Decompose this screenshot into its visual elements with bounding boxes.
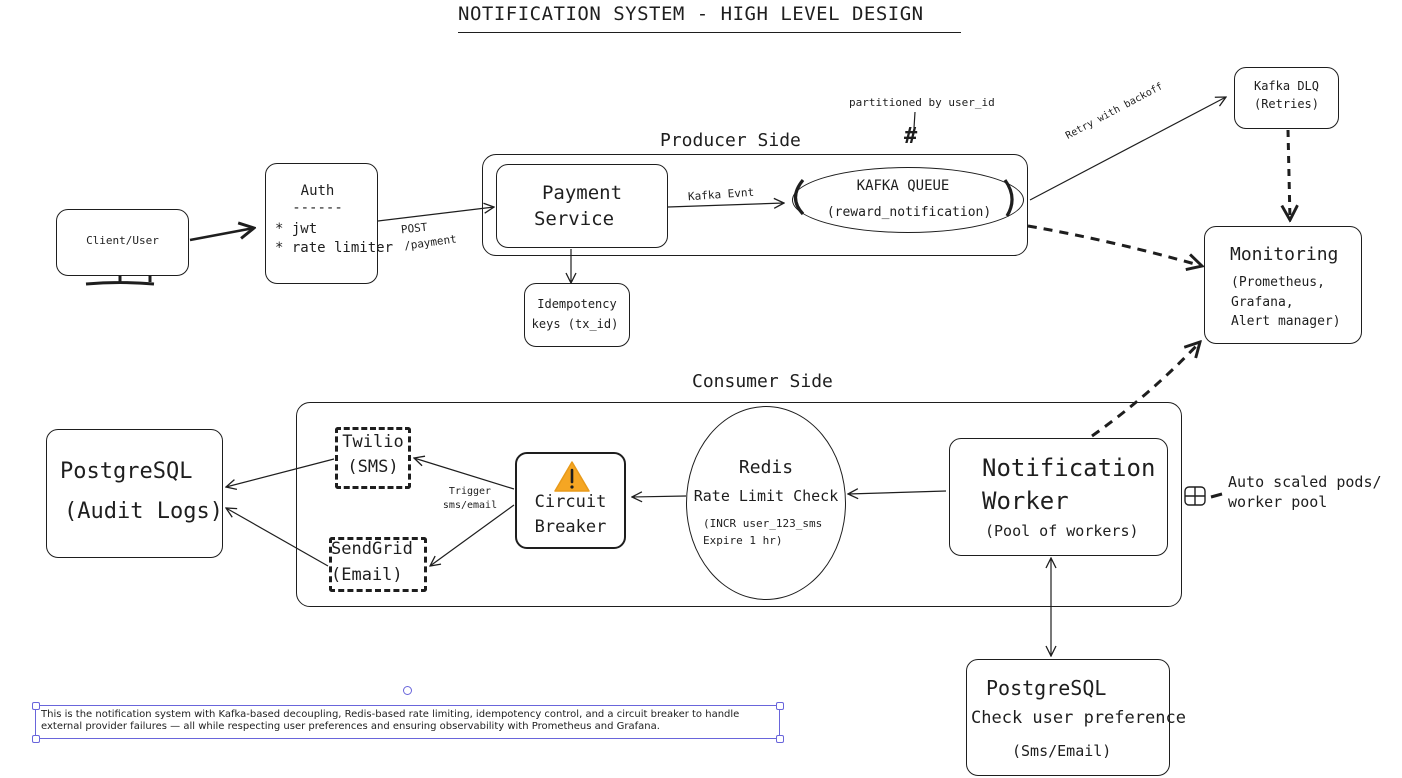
kafka-queue-title: KAFKA QUEUE	[856, 178, 950, 194]
redis-title: Redis	[738, 457, 794, 478]
partition-leader	[913, 111, 916, 129]
warning-icon	[554, 461, 590, 492]
trigger-label-line1: Trigger	[448, 486, 492, 497]
producer-side-container	[482, 154, 1028, 256]
monitoring-title: Monitoring	[1230, 244, 1339, 265]
arrow-kafka-to-monitoring	[1027, 224, 1202, 266]
circuit-breaker-node[interactable]	[515, 452, 626, 549]
autoscale-leader	[1210, 492, 1223, 499]
resize-handle-bottom-left[interactable]	[32, 735, 40, 743]
postgres-preference-line2: Check user preference	[971, 708, 1186, 728]
arrow-client-to-auth	[189, 228, 254, 242]
redis-command-line2: Expire 1 hr)	[703, 534, 783, 547]
monitoring-node[interactable]	[1204, 226, 1362, 344]
postgres-audit-line1: PostgreSQL	[60, 459, 193, 484]
idempotency-line1: Idempotency	[537, 297, 617, 311]
kafka-queue-topic: (reward_notification)	[826, 205, 992, 220]
payment-service-line2: Service	[533, 208, 615, 230]
twilio-line1: Twilio	[342, 432, 404, 452]
grid-icon	[1184, 486, 1206, 506]
client-user-node[interactable]	[56, 209, 189, 276]
sendgrid-node[interactable]	[329, 537, 427, 592]
twilio-node[interactable]	[335, 427, 411, 489]
resize-handle-top-left[interactable]	[32, 702, 40, 710]
arrow-twilio-to-audit	[226, 458, 335, 487]
payment-service-node[interactable]	[496, 164, 668, 248]
sendgrid-line1: SendGrid	[331, 539, 413, 559]
arrow-redis-to-cb	[632, 496, 687, 497]
arrow-cb-to-sendgrid	[430, 504, 515, 566]
producer-side-label: Producer Side	[660, 130, 801, 151]
autoscale-line2: worker pool	[1228, 493, 1328, 511]
auth-item-jwt: * jwt	[275, 221, 318, 237]
kafka-queue-node[interactable]	[792, 167, 1024, 233]
description-note-text: This is the notification system with Kaf…	[41, 709, 740, 732]
partition-hash-icon: #	[904, 124, 918, 149]
arrow-worker-to-redis	[848, 491, 947, 494]
client-user-label: Client/User	[86, 234, 159, 247]
resize-handle-bottom-right[interactable]	[776, 735, 784, 743]
arrow-dlq-to-monitoring	[1288, 129, 1290, 220]
payment-service-line1: Payment	[541, 182, 623, 204]
rotation-handle[interactable]	[403, 686, 412, 695]
notification-worker-line3: (Pool of workers)	[985, 522, 1139, 540]
arrow-payment-to-kafka	[667, 203, 784, 207]
consumer-side-label: Consumer Side	[692, 371, 833, 392]
postgres-audit-line2: (Audit Logs)	[64, 499, 223, 524]
description-note[interactable]: This is the notification system with Kaf…	[35, 705, 780, 739]
trigger-label-line2: sms/email	[442, 500, 498, 511]
postgres-preference-line3: (Sms/Email)	[1012, 742, 1112, 760]
arrow-sendgrid-to-audit	[226, 508, 329, 567]
circuit-breaker-line1: Circuit	[534, 492, 607, 512]
idempotency-keys-node[interactable]	[524, 283, 630, 347]
notification-worker-line2: Worker	[982, 487, 1069, 515]
monitor-stand	[85, 276, 155, 286]
idempotency-line2: keys (tx_id)	[531, 317, 619, 331]
sendgrid-line2: (Email)	[331, 565, 403, 585]
postgres-audit-node[interactable]	[46, 429, 223, 558]
auth-item-rate-limiter: * rate limiter	[275, 240, 394, 256]
circuit-breaker-line2: Breaker	[534, 517, 607, 537]
arrow-auth-to-payment	[377, 207, 494, 222]
kafka-dlq-node[interactable]	[1234, 67, 1339, 129]
notification-worker-node[interactable]	[949, 438, 1168, 556]
arrow-worker-to-monitoring	[1091, 342, 1200, 438]
resize-handle-top-right[interactable]	[776, 702, 784, 710]
monitoring-line-alertmanager: Alert manager)	[1231, 314, 1341, 329]
notification-worker-line1: Notification	[982, 454, 1156, 482]
auth-title: Auth	[300, 183, 335, 199]
twilio-line2: (SMS)	[347, 457, 399, 477]
title-underline	[458, 32, 961, 33]
auth-node[interactable]	[265, 163, 378, 284]
diagram-title: NOTIFICATION SYSTEM - HIGH LEVEL DESIGN	[458, 3, 924, 25]
arrow-cb-to-twilio	[414, 458, 515, 490]
postgres-preference-line1: PostgreSQL	[986, 676, 1107, 700]
arrow-kafka-to-dlq	[1029, 97, 1226, 201]
postgres-preference-node[interactable]	[966, 659, 1170, 776]
consumer-side-container	[296, 402, 1182, 607]
kafka-dlq-line2: (Retries)	[1253, 97, 1320, 111]
redis-command-line1: (INCR user_123_sms	[703, 517, 823, 530]
partition-note: partitioned by user_id	[849, 96, 995, 109]
monitoring-line-prometheus: (Prometheus,	[1231, 275, 1325, 290]
auth-divider: ------	[292, 200, 343, 216]
autoscale-line1: Auto scaled pods/	[1228, 473, 1382, 491]
redis-rate-limit-node[interactable]	[686, 406, 846, 600]
redis-subtitle: Rate Limit Check	[693, 487, 839, 505]
monitoring-line-grafana: Grafana,	[1231, 295, 1294, 310]
kafka-dlq-line1: Kafka DLQ	[1253, 79, 1320, 93]
